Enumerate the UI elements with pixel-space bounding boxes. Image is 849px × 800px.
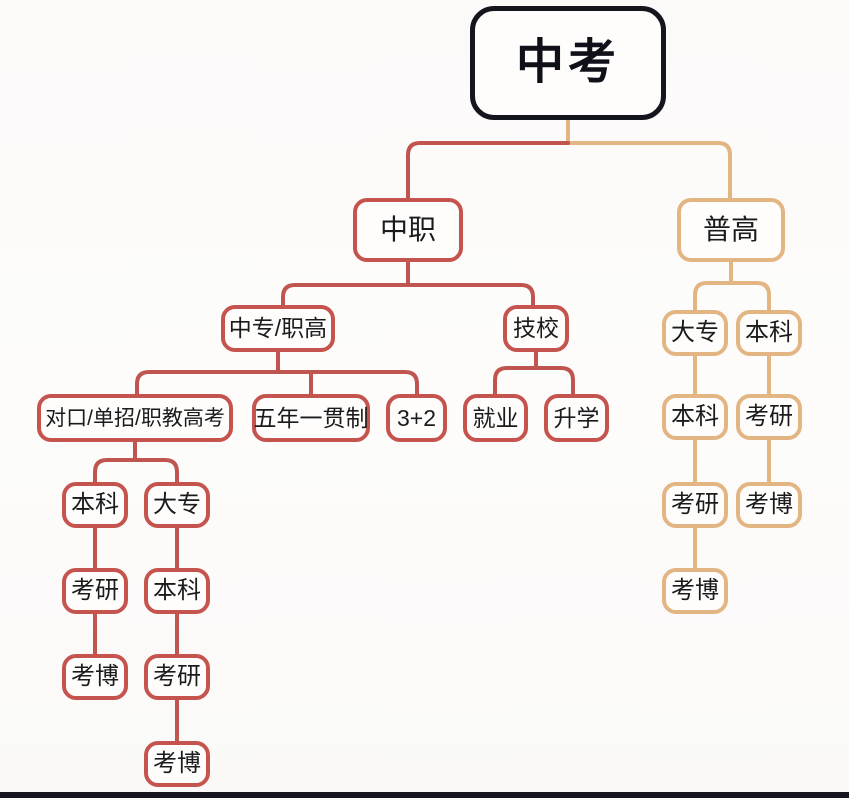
node-left-benke: 本科 (62, 482, 128, 528)
connector-jixiao-children (493, 350, 575, 396)
node-right-dazhuan-kaoyan: 考研 (662, 482, 728, 528)
connector-zhongzhi-children (281, 260, 535, 307)
node-zhongzhi: 中职 (353, 198, 463, 262)
connector-zhongkao-zhongzhi (406, 141, 570, 200)
node-right-benke-kaoyan: 考研 (736, 394, 802, 440)
connector-duikou-children (93, 440, 179, 484)
node-wunian-yiguanzhi: 五年一贯制 (252, 394, 370, 442)
node-zhongkao: 中考 (470, 6, 666, 120)
node-left-dazhuan-kaobo: 考博 (144, 741, 210, 787)
node-jixiao: 技校 (503, 305, 569, 352)
node-right-dazhuan-benke: 本科 (662, 394, 728, 440)
connector-pugao-children (693, 260, 771, 312)
connector-right-chains (693, 354, 771, 570)
connector-left-chains (93, 526, 179, 743)
connector-zhongkao-pugao (566, 116, 732, 200)
node-left-dazhuan: 大专 (144, 482, 210, 528)
node-3plus2: 3+2 (386, 394, 447, 442)
node-right-benke: 本科 (736, 310, 802, 356)
node-pugao: 普高 (677, 198, 785, 262)
bottom-divider-bar (0, 792, 849, 798)
node-left-kaoyan: 考研 (62, 568, 128, 614)
node-right-dazhuan: 大专 (662, 310, 728, 356)
node-left-dazhuan-kaoyan: 考研 (144, 654, 210, 700)
node-right-benke-kaobo: 考博 (736, 482, 802, 528)
node-duikou-danzhao-zhijiao-gaokao: 对口/单招/职教高考 (37, 394, 233, 442)
node-left-kaobo: 考博 (62, 654, 128, 700)
node-shengxue: 升学 (544, 394, 609, 442)
node-jiuye: 就业 (463, 394, 528, 442)
node-zhongzhuan-zhigao: 中专/职高 (221, 305, 335, 352)
node-right-dazhuan-kaobo: 考博 (662, 568, 728, 614)
connector-zhongzhuan-children (135, 350, 419, 396)
node-left-dazhuan-benke: 本科 (144, 568, 210, 614)
